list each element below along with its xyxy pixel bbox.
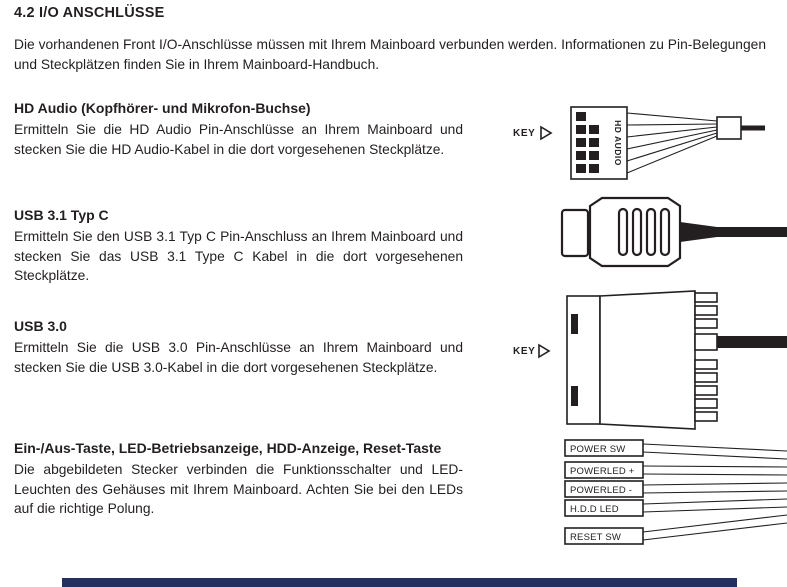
usbc-plug-end (560, 208, 590, 258)
connector-box-powerled-plus (564, 461, 644, 479)
section-hd-audio: HD Audio (Kopfhörer- und Mikrofon-Buchse… (14, 100, 463, 159)
usb30-svg: KEY (513, 290, 787, 430)
section-front-panel: Ein-/Aus-Taste, LED-Betriebsanzeige, HDD… (14, 440, 463, 519)
section-usb31c: USB 3.1 Typ C Ermitteln Sie den USB 3.1 … (14, 207, 463, 286)
connector-box-powerled-minus (564, 480, 644, 498)
hd-audio-plug (716, 116, 742, 140)
front-panel-svg: POWER SW POWERLED + POWERLED - H.D.D LED… (564, 439, 787, 545)
section-body: Die abgebildeten Stecker verbinden die F… (14, 462, 463, 516)
connector-label: POWER SW (570, 444, 625, 455)
connector-label: POWERLED - (570, 485, 632, 496)
section-body: Ermitteln Sie die HD Audio Pin-Anschlüss… (14, 122, 463, 157)
usb30-key-notch-top (571, 314, 578, 334)
key-label: KEY (513, 128, 535, 139)
usbc-slots (617, 207, 671, 257)
front-panel-diagram: POWER SW POWERLED + POWERLED - H.D.D LED… (560, 435, 787, 557)
connector-pins (576, 112, 599, 173)
key-label: KEY (513, 346, 535, 357)
hd-audio-svg: KEY HD AUDIO (513, 106, 765, 180)
section-usb30: USB 3.0 Ermitteln Sie die USB 3.0 Pin-An… (14, 318, 463, 377)
connector-label: POWERLED + (570, 466, 635, 477)
key-triangle-icon (540, 125, 553, 141)
usb30-cable-boot (694, 333, 718, 351)
section-heading: USB 3.1 Typ C (14, 207, 109, 223)
front-panel-wires (642, 443, 787, 541)
connector-box-hdd-led (564, 499, 644, 517)
usb30-diagram: KEY (505, 290, 787, 435)
key-triangle-icon (538, 343, 551, 359)
section-body: Ermitteln Sie den USB 3.1 Typ C Pin-Ansc… (14, 229, 463, 283)
page-title: 4.2 I/O ANSCHLÜSSE (14, 5, 165, 21)
usbc-cable (680, 222, 787, 242)
usb30-cable (717, 336, 787, 348)
strain-relief-ridges (694, 292, 718, 422)
section-heading: USB 3.0 (14, 318, 67, 334)
section-heading: HD Audio (Kopfhörer- und Mikrofon-Buchse… (14, 100, 311, 116)
hd-audio-wires (626, 112, 718, 174)
connector-box-power-sw (564, 439, 644, 457)
usb30-key-notch-bottom (571, 386, 578, 406)
hd-audio-diagram: KEY HD AUDIO (505, 103, 787, 188)
connector-label: RESET SW (570, 532, 621, 543)
front-panel-connectors: POWER SW POWERLED + POWERLED - H.D.D LED… (564, 439, 644, 545)
section-heading: Ein-/Aus-Taste, LED-Betriebsanzeige, HDD… (14, 440, 442, 456)
usb30-body (599, 290, 696, 430)
footer-bar (62, 578, 737, 587)
hd-audio-connector-label: HD AUDIO (613, 120, 623, 166)
intro-paragraph: Die vorhandenen Front I/O-Anschlüsse müs… (14, 37, 766, 72)
section-body: Ermitteln Sie die USB 3.0 Pin-Anschlüsse… (14, 340, 463, 375)
connector-box-reset-sw (564, 527, 644, 545)
usb31c-diagram (555, 196, 787, 274)
usb31c-svg (560, 196, 787, 268)
connector-label: H.D.D LED (570, 504, 619, 515)
